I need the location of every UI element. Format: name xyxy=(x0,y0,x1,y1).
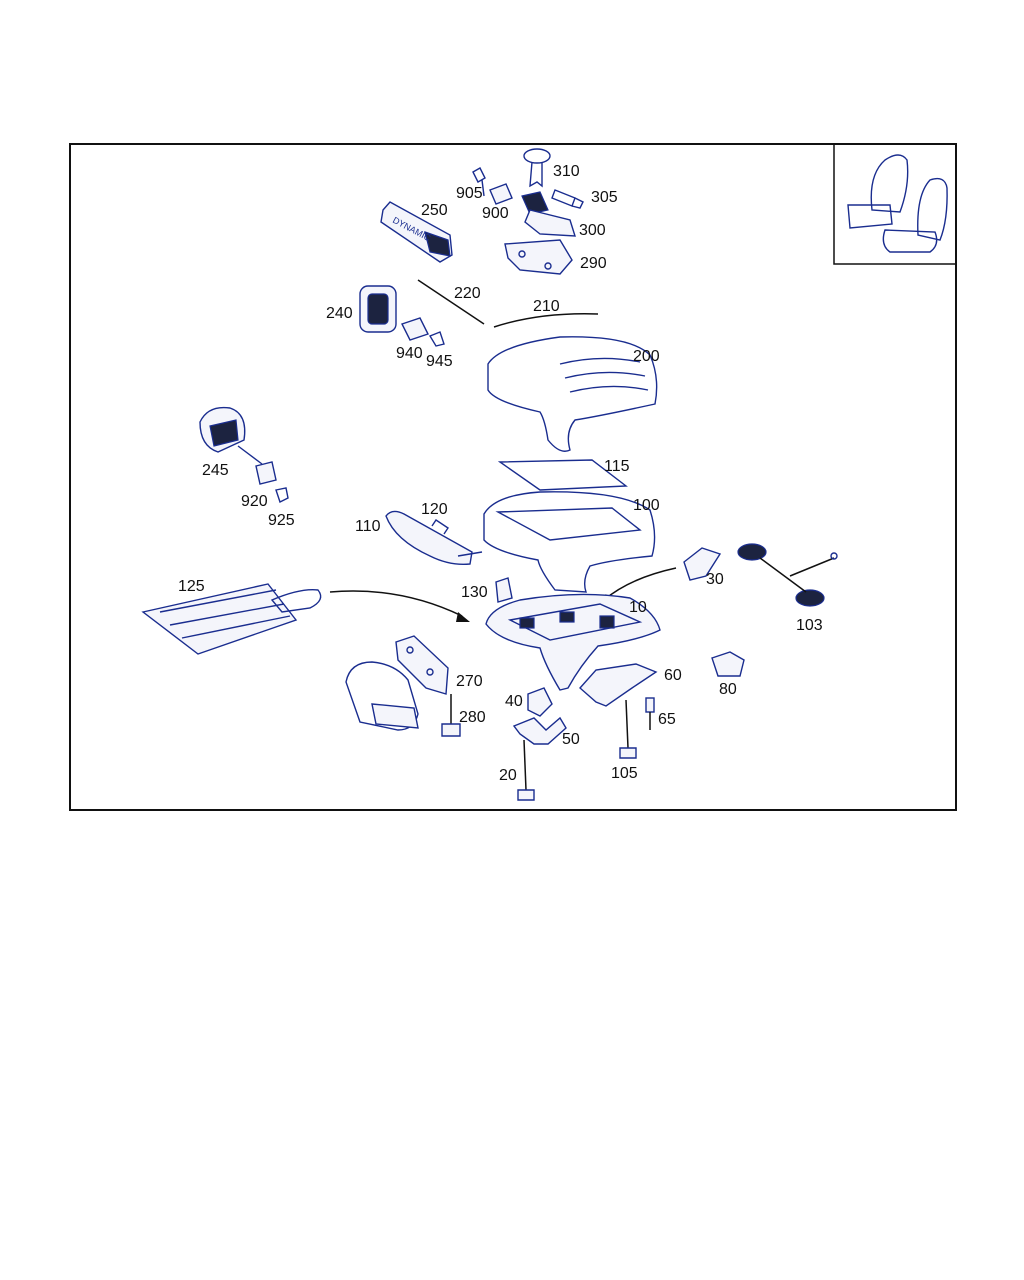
part-40-nut xyxy=(527,687,553,717)
part-270-bracket xyxy=(395,635,449,695)
label-103: 103 xyxy=(796,617,823,634)
label-60: 60 xyxy=(664,667,682,684)
label-310: 310 xyxy=(553,163,580,180)
label-300: 300 xyxy=(579,222,606,239)
part-905-pin xyxy=(472,167,486,197)
part-245-controller xyxy=(199,406,263,465)
label-245: 245 xyxy=(202,462,229,479)
part-310-clip xyxy=(523,148,551,188)
part-110-rail xyxy=(385,510,483,566)
label-40: 40 xyxy=(505,693,523,710)
label-900: 900 xyxy=(482,205,509,222)
label-130: 130 xyxy=(461,584,488,601)
arrow-125-to-10 xyxy=(329,590,463,617)
arrow-head-1 xyxy=(456,612,470,622)
part-105-bolt xyxy=(619,699,637,759)
label-250: 250 xyxy=(421,202,448,219)
label-925: 925 xyxy=(268,512,295,529)
part-300-switch-housing xyxy=(521,191,576,237)
part-50-clamp xyxy=(512,716,567,745)
label-50: 50 xyxy=(562,731,580,748)
part-100-foam-cushion xyxy=(483,491,656,593)
part-945-pin xyxy=(428,331,445,347)
label-945: 945 xyxy=(426,353,453,370)
label-220: 220 xyxy=(454,285,481,302)
part-940-connector xyxy=(401,317,429,341)
label-125: 125 xyxy=(178,578,205,595)
part-280-bolt xyxy=(441,694,461,737)
label-240: 240 xyxy=(326,305,353,322)
part-290-bracket xyxy=(504,239,573,275)
part-115-mat xyxy=(497,459,628,491)
label-920: 920 xyxy=(241,493,268,510)
part-900-connector xyxy=(489,183,513,205)
part-220-rod xyxy=(417,279,485,325)
label-20: 20 xyxy=(499,767,517,784)
part-65-pin xyxy=(645,697,655,730)
label-10: 10 xyxy=(629,599,647,616)
label-200: 200 xyxy=(633,348,660,365)
part-250-switch-panel: DYNAMIC xyxy=(380,201,453,263)
label-120: 120 xyxy=(421,501,448,518)
part-920-connector xyxy=(255,461,277,485)
part-10-seat-frame xyxy=(485,593,661,691)
part-925-pin xyxy=(275,487,289,503)
part-cushion-block xyxy=(345,661,419,731)
label-305: 305 xyxy=(591,189,618,206)
part-20-bolt xyxy=(517,739,535,801)
label-290: 290 xyxy=(580,255,607,272)
part-125-heating-mat xyxy=(141,583,322,655)
part-120-clip xyxy=(431,519,449,535)
label-110: 110 xyxy=(355,518,381,535)
part-60-trim xyxy=(579,663,658,707)
part-103-speakers xyxy=(737,543,838,607)
part-210-wire xyxy=(493,313,599,328)
label-105: 105 xyxy=(611,765,638,782)
part-80-block xyxy=(711,651,745,677)
part-200-seat-cover xyxy=(487,336,658,452)
label-210: 210 xyxy=(533,298,560,315)
label-280: 280 xyxy=(459,709,486,726)
part-240-controller xyxy=(359,285,397,333)
part-30-cover xyxy=(683,547,722,581)
label-905: 905 xyxy=(456,185,483,202)
label-80: 80 xyxy=(719,681,737,698)
label-270: 270 xyxy=(456,673,483,690)
label-100: 100 xyxy=(633,497,660,514)
label-65: 65 xyxy=(658,711,676,728)
part-305-bulb xyxy=(551,189,584,209)
label-940: 940 xyxy=(396,345,423,362)
label-30: 30 xyxy=(706,571,724,588)
seat-thumbnail-inset xyxy=(833,143,957,265)
part-130-clip xyxy=(495,577,513,603)
arrow-30-to-10 xyxy=(603,567,677,601)
label-115: 115 xyxy=(604,458,630,475)
